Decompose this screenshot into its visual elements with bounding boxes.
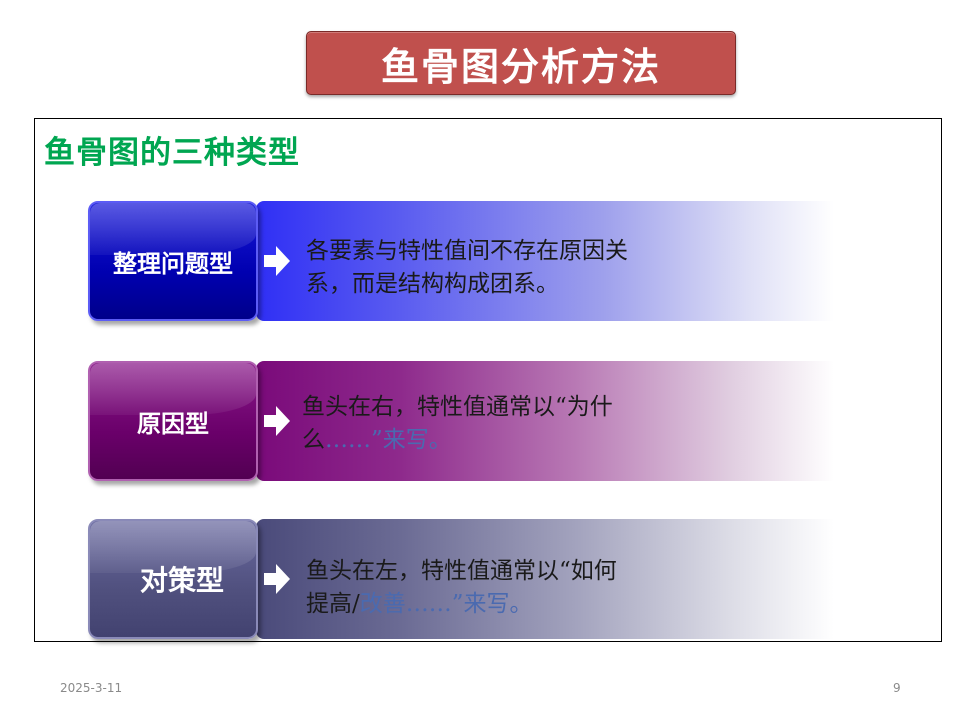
page-number: 9: [893, 681, 901, 695]
description-text: 么: [302, 427, 325, 453]
slide-title: 鱼骨图分析方法: [380, 44, 661, 89]
section-heading: 鱼骨图的三种类型: [44, 135, 300, 171]
description-band: [256, 201, 834, 321]
type-badge-countermeasure: 对策型: [88, 519, 258, 639]
type-row-countermeasure: 对策型 鱼头在左，特性值通常以“如何 提高/改善……”来写。: [88, 519, 848, 641]
type-row-problem-sorting: 整理问题型 各要素与特性值间不存在原因关 系，而是结构构成团系。: [88, 201, 848, 323]
description-line: 各要素与特性值间不存在原因关: [306, 238, 628, 264]
type-description: 鱼头在右，特性值通常以“为什 么……”来写。: [302, 391, 702, 457]
arrow-right-icon: [264, 564, 290, 594]
description-line: 鱼头在右，特性值通常以“为什: [302, 394, 613, 420]
type-badge-cause: 原因型: [88, 361, 258, 481]
arrow-right-icon: [264, 246, 290, 276]
description-line: 么……”来写。: [302, 424, 702, 457]
description-line: 鱼头在左，特性值通常以“如何: [306, 558, 617, 584]
description-text: 提高/: [306, 591, 360, 617]
description-text-highlight: ……”来写。: [325, 427, 452, 453]
footer-date: 2025-3-11: [60, 681, 123, 695]
description-line: 系，而是结构构成团系。: [306, 271, 559, 297]
type-label: 原因型: [137, 409, 209, 438]
description-line: 提高/改善……”来写。: [306, 588, 706, 621]
description-band: [256, 519, 834, 639]
type-description: 鱼头在左，特性值通常以“如何 提高/改善……”来写。: [306, 555, 706, 621]
title-banner: 鱼骨图分析方法: [306, 31, 736, 95]
content-frame: [34, 118, 942, 642]
type-badge-problem-sorting: 整理问题型: [88, 201, 258, 321]
arrow-right-icon: [264, 406, 290, 436]
type-label: 整理问题型: [113, 249, 233, 278]
type-label: 对策型: [139, 564, 224, 597]
type-row-cause: 原因型 鱼头在右，特性值通常以“为什 么……”来写。: [88, 361, 848, 483]
description-band: [256, 361, 834, 481]
description-text-highlight: 改善……”来写。: [359, 591, 533, 617]
type-description: 各要素与特性值间不存在原因关 系，而是结构构成团系。: [306, 235, 706, 301]
